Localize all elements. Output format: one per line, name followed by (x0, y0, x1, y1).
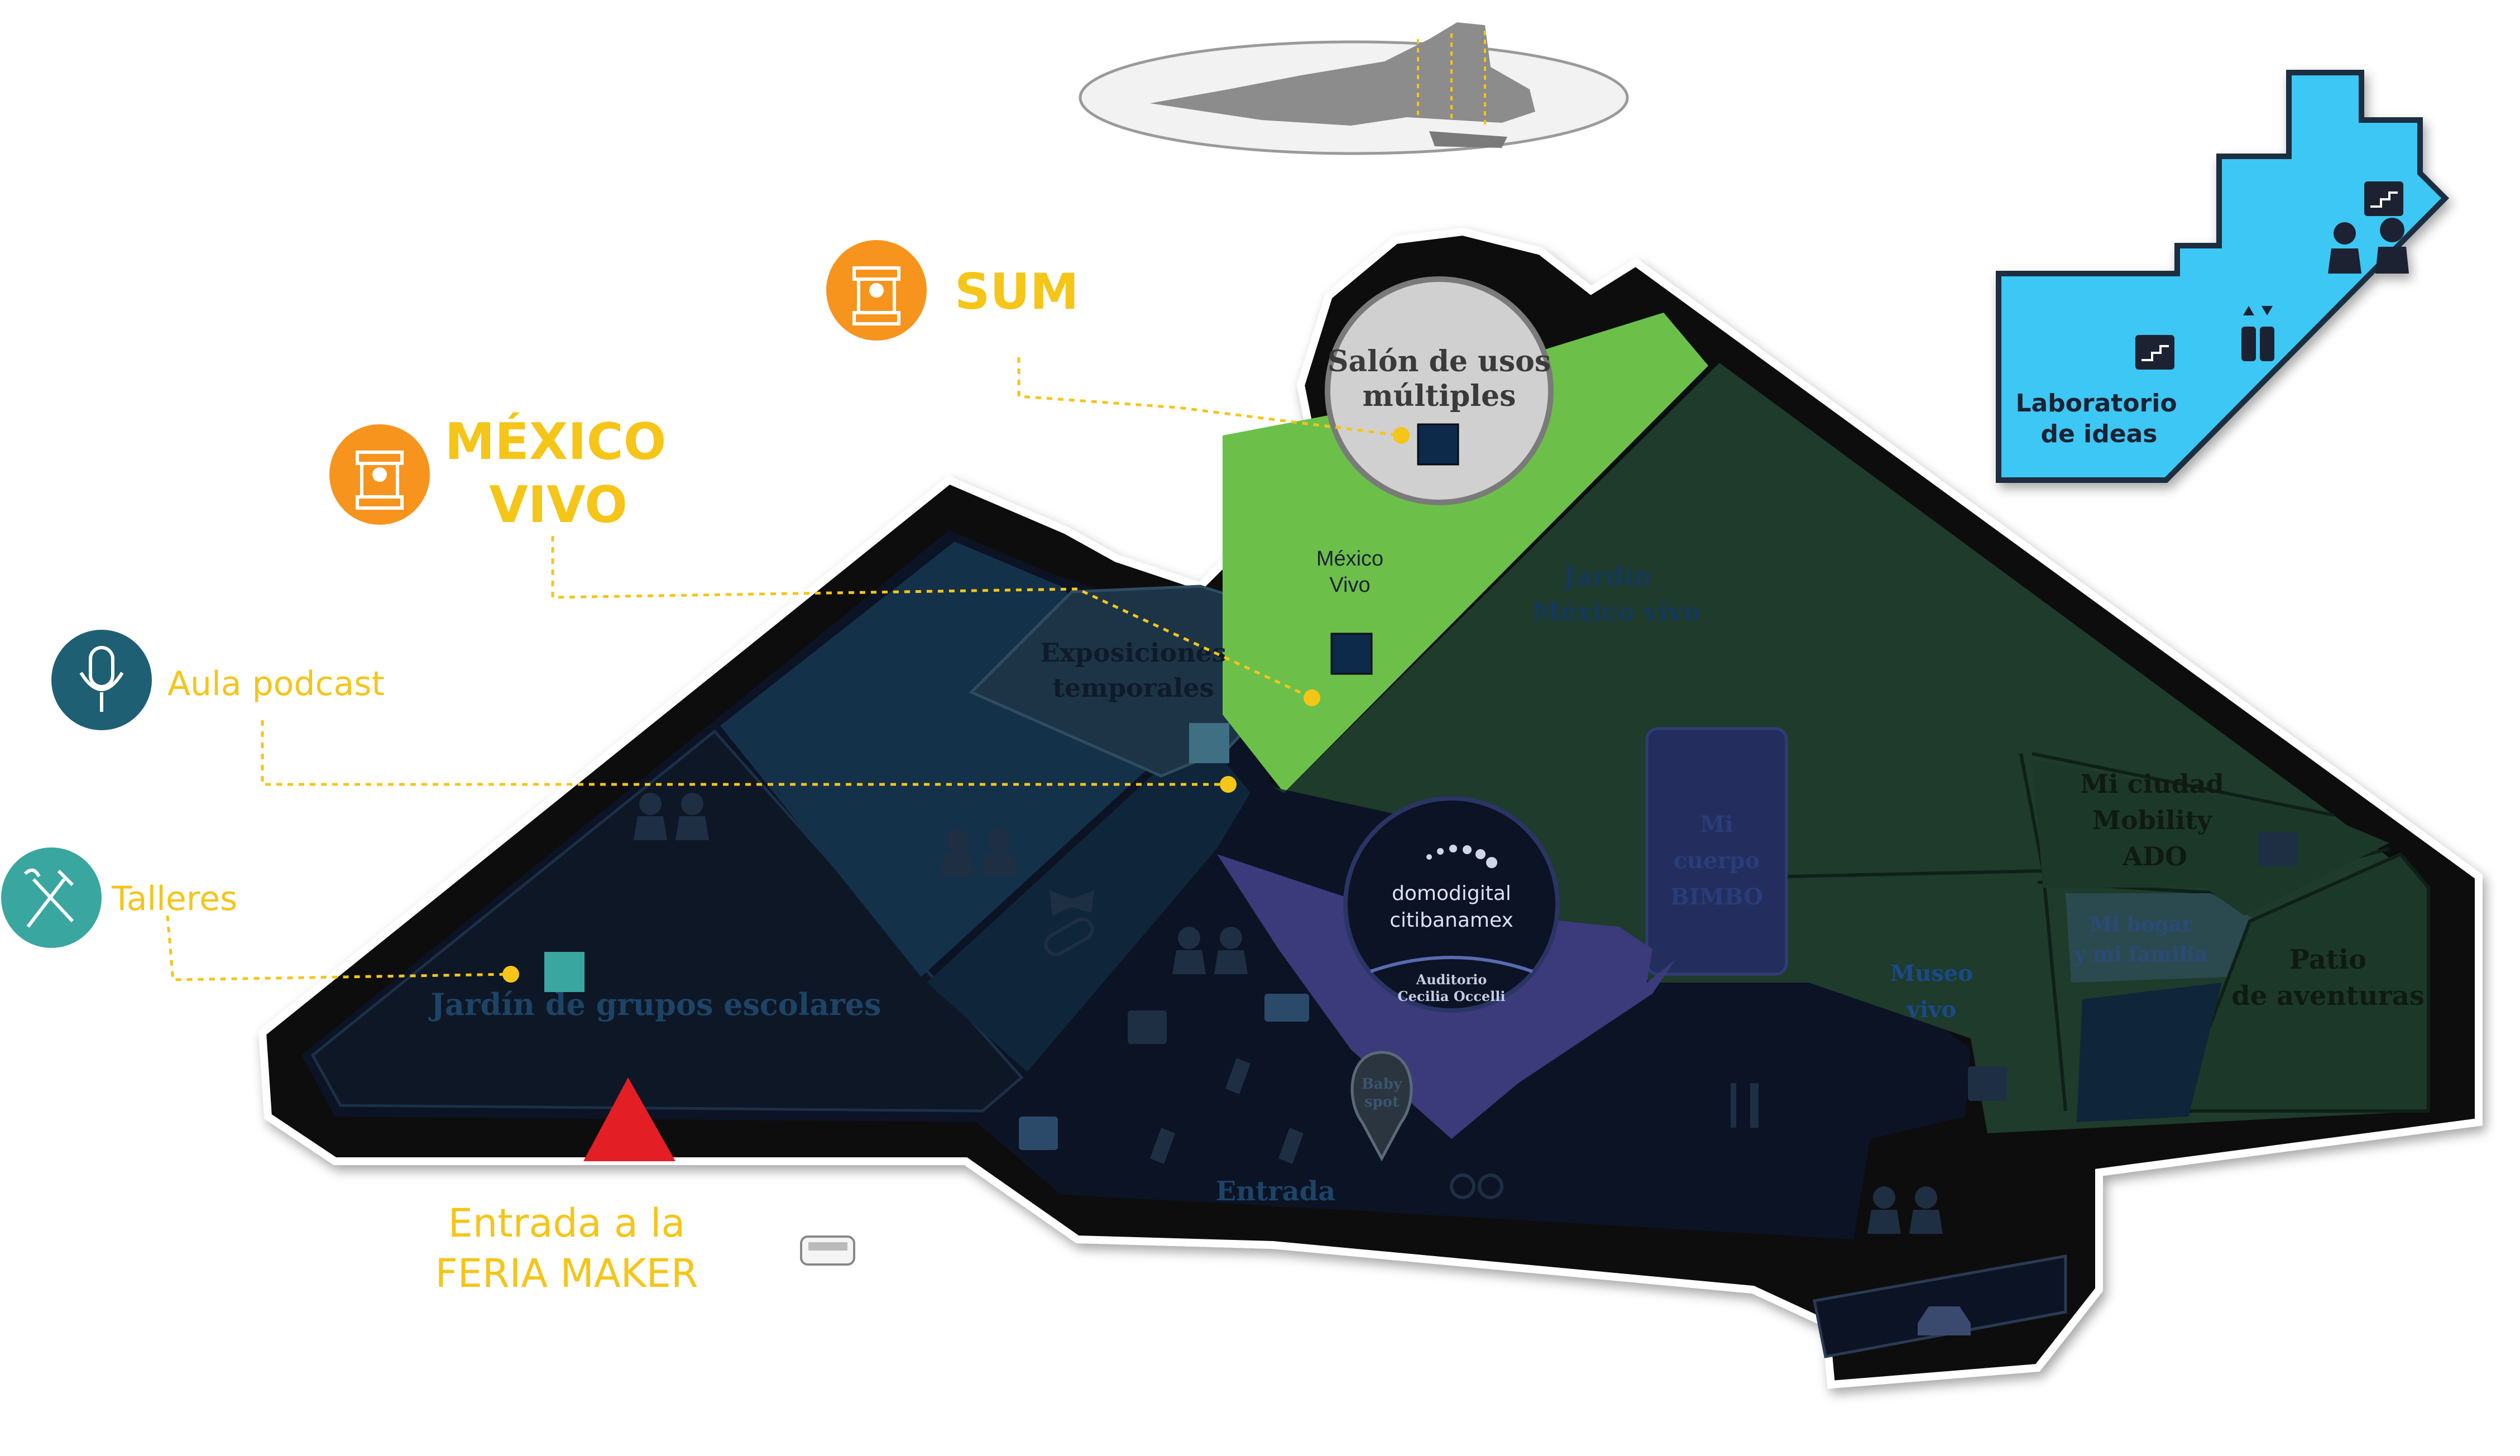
baby-spot-label-2: spot (1364, 1094, 1399, 1110)
baby-spot-label-1: Baby (1362, 1076, 1402, 1093)
mi-ciudad-label-1: Mi ciudad (2080, 769, 2224, 799)
mi-cuerpo-label-1: Mi (1700, 811, 1733, 837)
domo-digital[interactable] (1343, 796, 1560, 1013)
jardin-mexico-vivo-1: Jardín (1561, 561, 1652, 591)
interior-icons (634, 793, 2297, 1234)
salon-label-2: múltiples (1363, 379, 1516, 413)
museo-vivo-label-1: Museo (1890, 960, 1973, 986)
jardin-escolares-label: Jardín de grupos escolares (428, 986, 881, 1022)
candy-icon (1050, 890, 1094, 916)
parking-strip[interactable] (1813, 1254, 2067, 1358)
mi-hogar-label-2: y mi familia (2073, 943, 2207, 966)
baby-spot-pin[interactable] (1350, 1051, 1413, 1162)
jardin-mexico-vivo-2: México vivo (1532, 597, 1700, 627)
museo-vivo-label-2: vivo (1906, 997, 1956, 1023)
mexico-vivo-callout[interactable] (329, 424, 430, 525)
bike-icon (1450, 1174, 1475, 1199)
car-icon (1918, 1306, 1971, 1335)
mi-cuerpo-label-3: BIMBO (1670, 884, 1763, 910)
entrance-label-1: Entrada a la (448, 1200, 686, 1246)
mexico-vivo-small-1: México (1316, 547, 1383, 571)
marker-mexico-vivo[interactable] (1330, 633, 1373, 675)
microphone-icon (79, 646, 124, 712)
kids-icon (1172, 927, 1248, 974)
fork-knife-icon (1731, 1083, 1759, 1128)
domo-sub-2: Cecilia Occelli (1398, 988, 1506, 1004)
bus-icon (800, 1235, 855, 1266)
talleres-callout[interactable] (1, 847, 102, 948)
domo-label-1: domodigital (1392, 882, 1511, 905)
zone-facilities[interactable] (2077, 983, 2222, 1122)
marker-talleres[interactable] (544, 952, 585, 992)
patio-label-2: de aventuras (2231, 980, 2425, 1012)
entrance-triangle-icon[interactable] (583, 1077, 675, 1161)
pencil-icon (1225, 1058, 1251, 1094)
zone-mi-hogar[interactable] (2066, 893, 2267, 983)
square-icon (1019, 1117, 1058, 1150)
mexico-vivo-label-2: VIVO (489, 476, 627, 534)
talleres-label: Talleres (111, 879, 237, 918)
mi-hogar-label-1: Mi hogar (2090, 913, 2193, 936)
domo-label-2: citibanamex (1390, 909, 1513, 932)
domo-sub-1: Auditorio (1416, 971, 1487, 988)
kids-icon (634, 793, 709, 840)
tools-icon (23, 868, 74, 928)
exposiciones-label-1: Exposiciones (1040, 638, 1226, 668)
kiosk-icon (852, 266, 900, 325)
salon-label-1: Salón de usos (1328, 344, 1551, 379)
entrada-inner-label: Entrada (1216, 1176, 1336, 1207)
aula-podcast-label: Aula podcast (167, 664, 385, 703)
mi-ciudad-label-3: ADO (2122, 841, 2187, 871)
pencil-icon (1150, 1128, 1175, 1164)
pencil-icon (1278, 1128, 1304, 1164)
kids-icon (941, 829, 1016, 877)
ticket-icon (1044, 917, 1094, 956)
exposiciones-label-2: temporales (1053, 673, 1214, 703)
sign-icon (1264, 994, 1309, 1022)
kids-icon (1867, 1186, 1943, 1234)
mini-key-map (1079, 22, 1629, 155)
kiosk-icon (356, 451, 404, 510)
mi-ciudad-label-2: Mobility (2092, 805, 2212, 835)
marker-aula-podcast[interactable] (1189, 723, 1229, 763)
laboratorio-label-1: Laboratorio (2015, 389, 2177, 418)
aula-podcast-callout[interactable] (51, 630, 152, 730)
leader-lines (166, 357, 1402, 981)
sum-label: SUM (955, 263, 1079, 320)
laboratorio-floor[interactable] (1996, 70, 2450, 483)
salon-usos-multiples[interactable] (1325, 276, 1554, 505)
mi-cuerpo-label-2: cuerpo (1674, 847, 1760, 874)
sum-callout[interactable] (826, 240, 927, 341)
elevator-icon (2241, 306, 2274, 361)
marker-salon[interactable] (1417, 423, 1459, 466)
locker-icon (1128, 1010, 1167, 1044)
family-icon (2328, 218, 2409, 274)
mexico-vivo-small-2: Vivo (1329, 573, 1370, 597)
stairs-icon-right (2258, 832, 2297, 866)
zone-mi-ciudad[interactable] (2032, 759, 2389, 916)
zone-mi-cuerpo[interactable] (1645, 727, 1788, 976)
mexico-vivo-label-1: MÉXICO (445, 411, 666, 471)
entrance-label-2: FERIA MAKER (435, 1251, 698, 1296)
laboratorio-label-2: de ideas (2041, 420, 2158, 448)
stairs-icon-museo (1968, 1066, 2007, 1101)
patio-label-1: Patio (2289, 944, 2366, 975)
